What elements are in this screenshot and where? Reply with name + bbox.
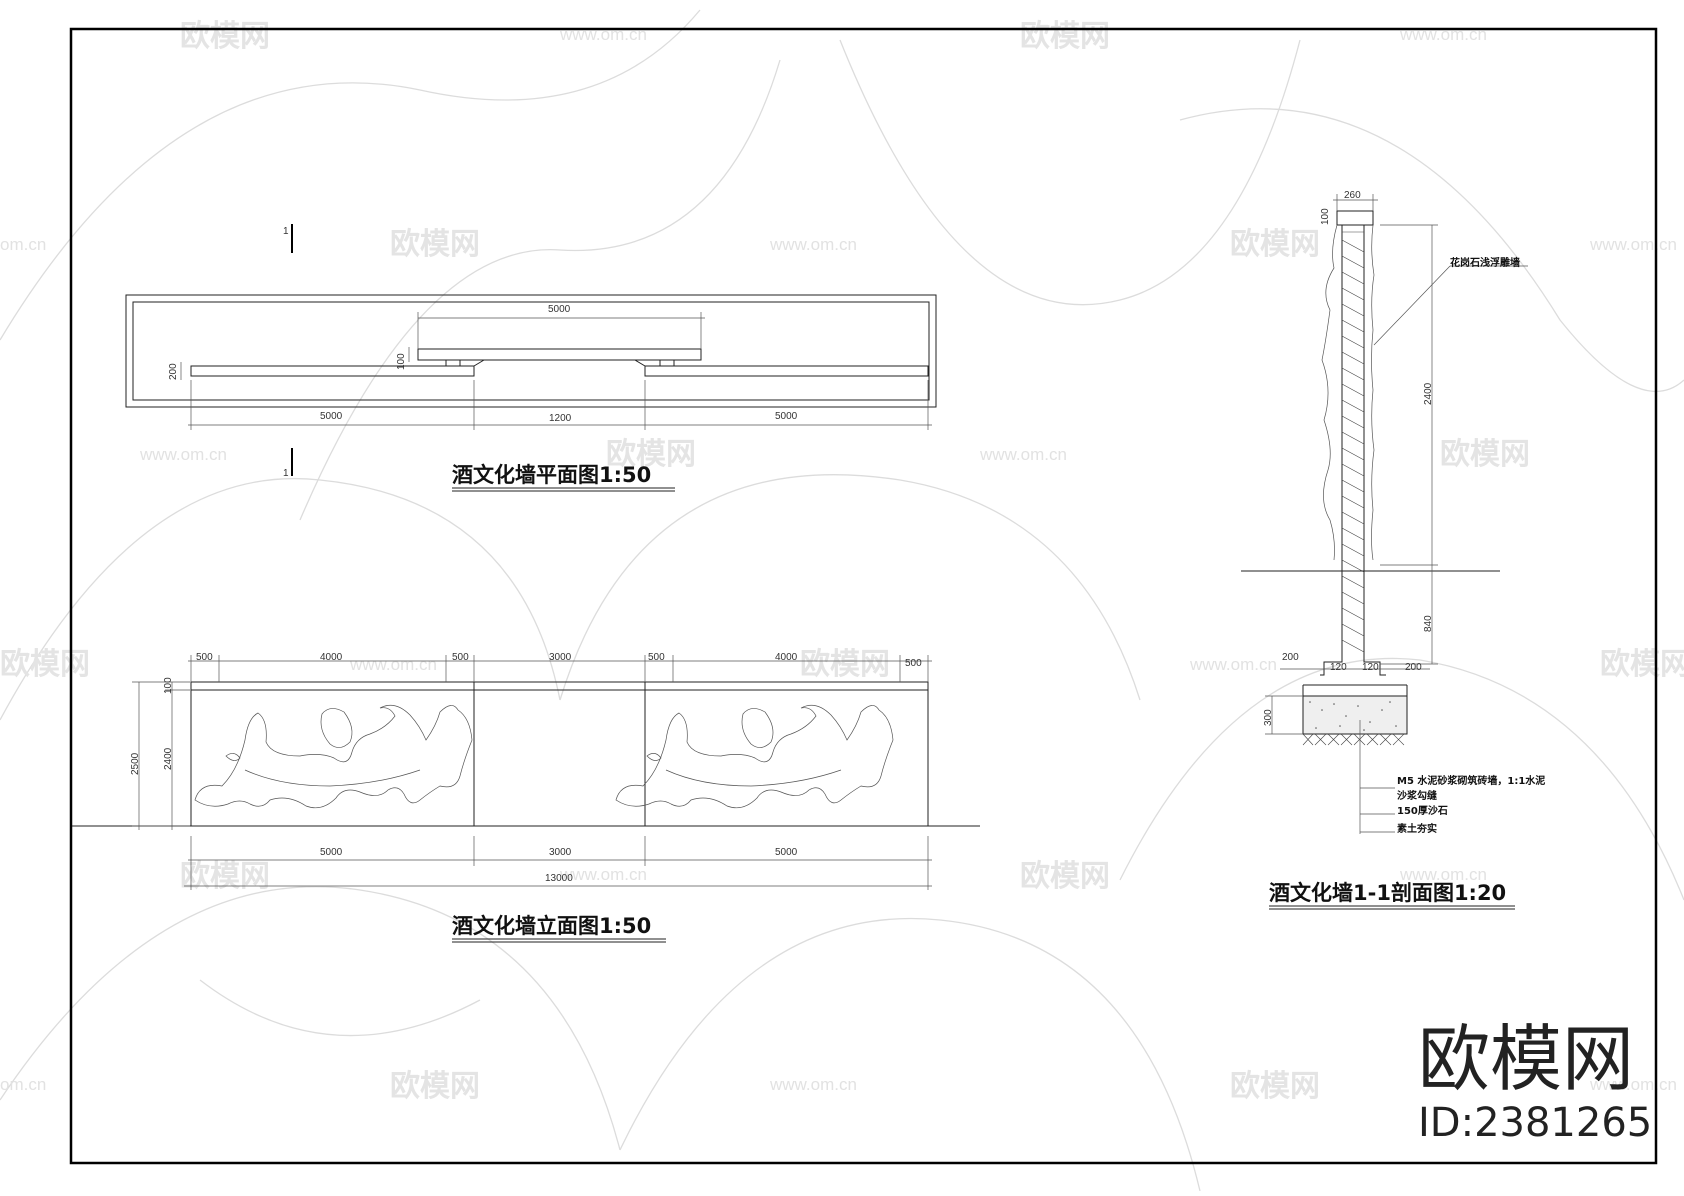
section-label-top: 花岗石浅浮雕墙	[1450, 256, 1520, 269]
svg-text:www.om.cn: www.om.cn	[769, 1075, 857, 1094]
section-title: 酒文化墙1-1剖面图1:20	[1269, 881, 1506, 905]
plan-dim-h-left: 200	[168, 363, 179, 380]
section-dim-left-ext: 200	[1282, 652, 1299, 663]
plan-dim-mid: 1200	[549, 413, 572, 424]
svg-text:欧模网: 欧模网	[180, 859, 270, 894]
section-dim-w1: 120	[1330, 662, 1347, 673]
plan-dim-right: 5000	[775, 411, 798, 422]
section-note-3: 150厚沙石	[1397, 805, 1448, 817]
svg-text:欧模网: 欧模网	[800, 647, 890, 682]
svg-text:www.om.cn: www.om.cn	[349, 655, 437, 674]
brand-name: 欧模网	[1418, 1017, 1634, 1101]
elev-top-dim-7: 500	[905, 658, 922, 669]
plan-title: 酒文化墙平面图1:50	[452, 463, 651, 487]
svg-text:om.cn: om.cn	[0, 235, 46, 254]
svg-text:欧模网: 欧模网	[606, 437, 696, 472]
svg-text:www.om.cn: www.om.cn	[559, 865, 647, 884]
watermark-pattern	[0, 9, 1684, 1192]
svg-text:欧模网: 欧模网	[0, 647, 90, 682]
section-note-2: 沙浆勾缝	[1397, 789, 1437, 802]
plan-dim-left: 5000	[320, 411, 343, 422]
brand-id: ID:2381265	[1418, 1100, 1652, 1146]
section-dim-right-ext: 200	[1405, 662, 1422, 673]
section-dim-top: 260	[1344, 190, 1361, 201]
section-dim-above: 2400	[1423, 382, 1434, 405]
elev-top-dim-5: 500	[648, 652, 665, 663]
section-note-1: M5 水泥砂浆砌筑砖墙，1:1水泥	[1397, 774, 1545, 787]
elev-height-body: 2400	[163, 747, 174, 770]
svg-text:欧模网: 欧模网	[1600, 647, 1684, 682]
svg-text:欧模网: 欧模网	[180, 19, 270, 54]
elev-height-total: 2500	[130, 752, 141, 775]
svg-text:欧模网: 欧模网	[1020, 19, 1110, 54]
svg-text:www.om.cn: www.om.cn	[1589, 235, 1677, 254]
svg-text:欧模网: 欧模网	[1440, 437, 1530, 472]
svg-text:欧模网: 欧模网	[390, 227, 480, 262]
plan-view: 5000 5000 1200 5000 200 100 1 1 酒文化墙平面图1…	[125, 224, 937, 492]
elevation-title: 酒文化墙立面图1:50	[452, 914, 651, 938]
section-dim-w2: 120	[1362, 662, 1379, 673]
elev-top-dim-6: 4000	[775, 652, 798, 663]
elev-bottom-dim-1: 5000	[320, 847, 343, 858]
elev-bottom-dim-3: 5000	[775, 847, 798, 858]
svg-text:欧模网: 欧模网	[390, 1069, 480, 1104]
svg-text:www.om.cn: www.om.cn	[769, 235, 857, 254]
svg-text:欧模网: 欧模网	[1020, 859, 1110, 894]
svg-text:om.cn: om.cn	[0, 1075, 46, 1094]
section-view: 260 100 2400 840 200 120 120 200 300 花岗石…	[1241, 190, 1545, 910]
plan-section-mark-top: 1	[283, 226, 289, 237]
svg-text:欧模网: 欧模网	[1230, 227, 1320, 262]
elev-top-dim-2: 4000	[320, 652, 343, 663]
elev-height-cap: 100	[163, 677, 174, 694]
elev-top-dim-3: 500	[452, 652, 469, 663]
section-dim-cap: 100	[1320, 208, 1331, 225]
elev-top-dim-4: 3000	[549, 652, 572, 663]
plan-dim-h-mid: 100	[396, 353, 407, 370]
plan-dim-top: 5000	[548, 304, 571, 315]
section-dim-below: 840	[1423, 615, 1434, 632]
watermark-logos: 欧模网 www.om.cn 欧模网 www.om.cn 欧模网 www.om.c…	[0, 19, 1684, 1104]
elev-top-dim-1: 500	[196, 652, 213, 663]
brand-block: 欧模网 ID:2381265	[1418, 1017, 1652, 1146]
section-dim-base: 300	[1263, 709, 1274, 726]
plan-section-mark-bottom: 1	[283, 468, 289, 479]
elevation-view: 500 4000 500 3000 500 4000 500 5000 3000…	[72, 652, 980, 943]
sheet-border	[69, 27, 1658, 1165]
section-note-4: 素土夯实	[1397, 822, 1437, 835]
svg-text:www.om.cn: www.om.cn	[1189, 655, 1277, 674]
elev-total-dim: 13000	[545, 873, 573, 884]
svg-text:www.om.cn: www.om.cn	[1399, 865, 1487, 884]
svg-text:www.om.cn: www.om.cn	[979, 445, 1067, 464]
svg-text:欧模网: 欧模网	[1230, 1069, 1320, 1104]
svg-text:www.om.cn: www.om.cn	[139, 445, 227, 464]
elev-bottom-dim-2: 3000	[549, 847, 572, 858]
